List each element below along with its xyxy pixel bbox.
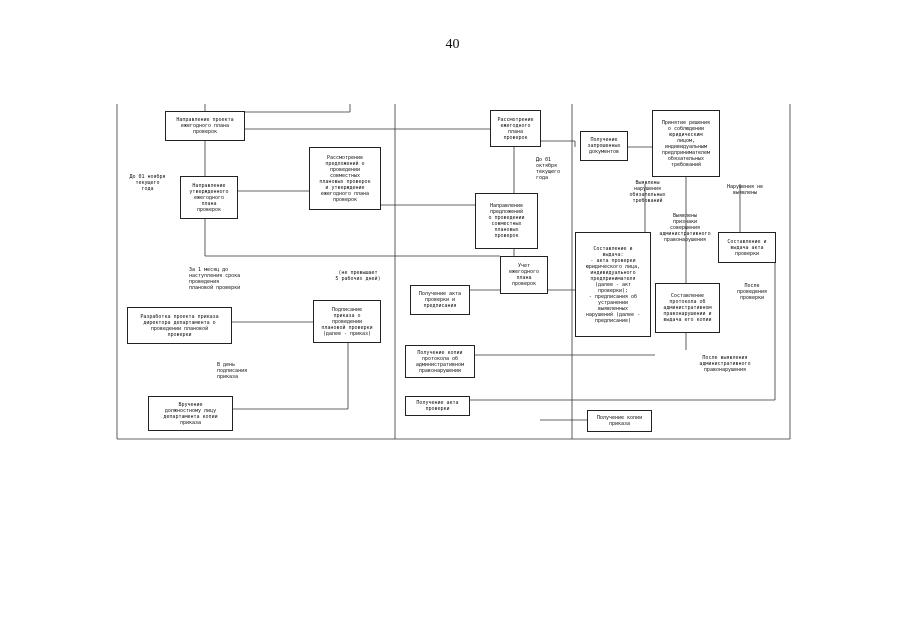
send-approved-plan-box: Направление утвержденного ежегодного пла… <box>180 176 238 219</box>
five-days-note: (не превышает 5 рабочих дней) <box>335 270 381 282</box>
consider-proposals-box: Рассмотрение предложений о проведении со… <box>309 147 381 210</box>
receive-protocol-box: Получение копии протокола об администрат… <box>405 345 475 378</box>
after-admin-note: После выявления административного правон… <box>699 355 751 373</box>
receive-documents-box: Получение запрошенных документов <box>580 131 628 161</box>
page-number: 40 <box>445 37 460 52</box>
deadline-nov1-note: До 01 ноября текущего года <box>129 174 166 192</box>
receive-order-box: Получение копии приказа <box>587 410 652 432</box>
admin-signs-note: Выявлены признаки совершения администрат… <box>659 213 711 243</box>
violations-found-note: Выявлены нарушения обязательных требован… <box>629 180 666 204</box>
account-plan-box: Учет ежегодного плана проверок <box>500 256 548 294</box>
approve-draft-plan-box: Направление проекта ежегодного плана про… <box>165 111 245 141</box>
deadline-oct1-note: До 01 октября текущего года <box>536 157 561 181</box>
deliver-order-box: Вручение должностному лицу департамента … <box>148 396 233 431</box>
review-draft-plan-box: Рассмотрение ежегодного плана проверок <box>490 110 541 147</box>
sign-day-note: В день подписания приказа <box>217 362 248 380</box>
month-before-note: За 1 месяц до наступления срока проведен… <box>189 267 241 291</box>
draw-act-right-box: Составление и выдача акта проверки <box>718 232 776 263</box>
decision-compliance-box: Принятие решения о соблюдении юридически… <box>652 110 720 177</box>
receive-act-box: Получение акта проверки <box>405 396 470 416</box>
sign-order-box: Подписание приказа о проведении плановой… <box>313 300 381 343</box>
send-proposals-box: Направление предложений о проведении сов… <box>475 193 538 249</box>
develop-order-box: Разработка проекта приказа директора деп… <box>127 307 232 344</box>
draw-protocol-box: Составление протокола об административно… <box>655 283 720 333</box>
no-violations-note: Нарушения не выявлены <box>726 184 764 196</box>
after-check-note: После проведения проверки <box>736 283 768 301</box>
draw-act-box: Составление и выдача: - акта проверки юр… <box>575 232 651 337</box>
receive-act-prescription-box: Получение акта проверки и предписания <box>410 285 470 315</box>
